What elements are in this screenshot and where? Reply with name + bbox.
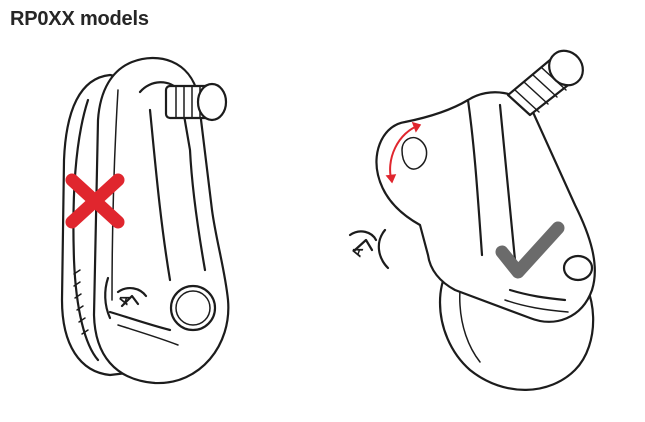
right-opening-mark — [377, 228, 390, 270]
rotation-arrow-icon — [385, 121, 422, 184]
right-axle — [562, 254, 594, 282]
right-bolt — [506, 49, 584, 117]
right-label-a: A — [348, 244, 366, 259]
left-sheave — [72, 98, 100, 362]
left-shaft-arm — [138, 81, 207, 272]
cross-icon — [65, 173, 125, 229]
left-axle — [169, 284, 217, 332]
page-title: RP0XX models — [10, 8, 149, 30]
right-side-plate — [375, 91, 596, 323]
check-icon — [495, 221, 565, 279]
left-pulley — [60, 57, 230, 385]
right-pulley — [348, 49, 596, 391]
left-opening-mark — [104, 276, 112, 320]
